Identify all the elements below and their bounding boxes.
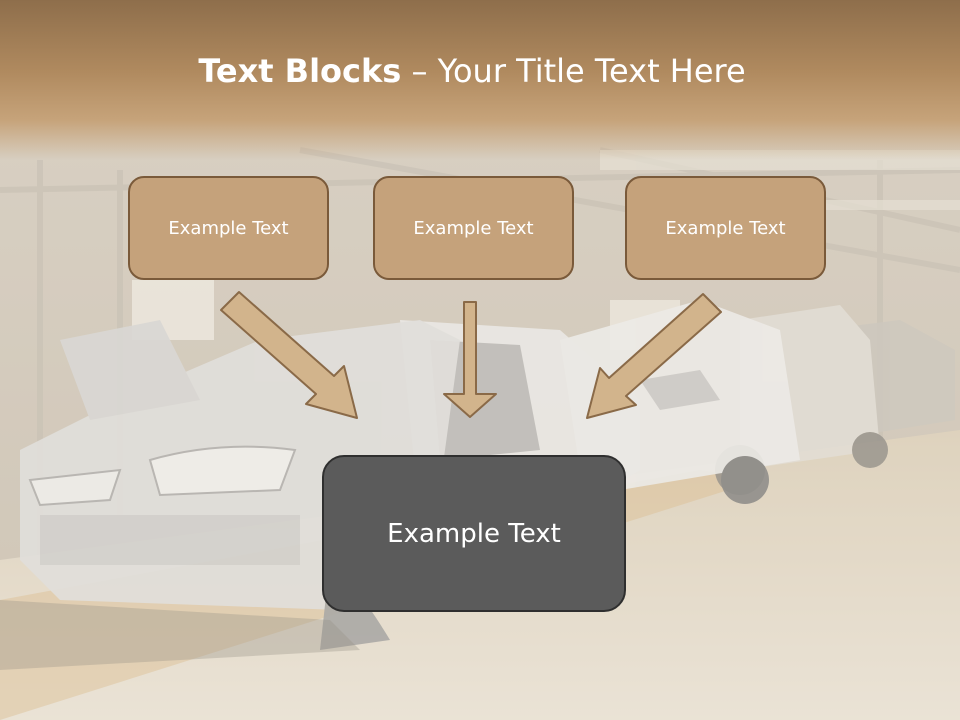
title-rest: Your Title Text Here [437, 52, 746, 90]
arrow-right [586, 293, 722, 419]
text-box-2[interactable]: Example Text [373, 176, 574, 280]
title-header-band [0, 0, 960, 160]
text-box-1-label: Example Text [168, 217, 289, 239]
arrow-center [443, 301, 497, 418]
main-text-box-label: Example Text [387, 518, 561, 549]
slide-title: Text Blocks – Your Title Text Here [0, 52, 944, 90]
title-bold: Text Blocks [198, 52, 402, 90]
text-box-3-label: Example Text [665, 217, 786, 239]
text-box-1[interactable]: Example Text [128, 176, 329, 280]
arrow-left [220, 291, 358, 419]
main-text-box[interactable]: Example Text [322, 455, 626, 612]
title-separator: – [401, 52, 438, 90]
text-box-2-label: Example Text [413, 217, 534, 239]
text-box-3[interactable]: Example Text [625, 176, 826, 280]
